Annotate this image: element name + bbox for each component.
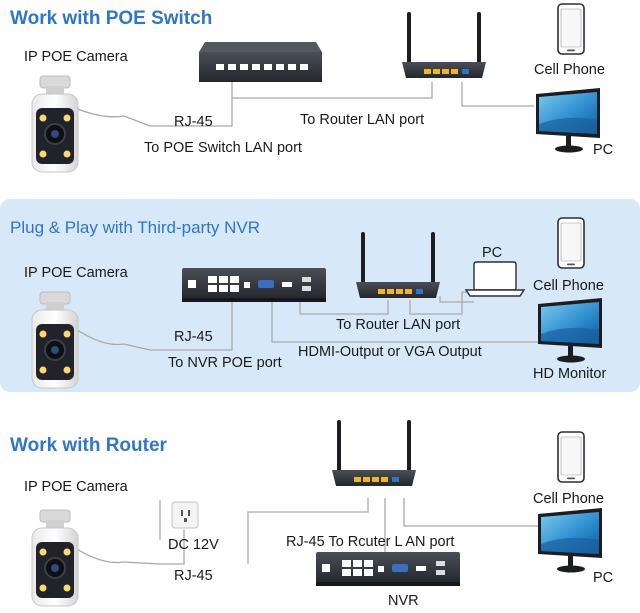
section1-monitor-label: PC [593, 142, 613, 158]
section1-phone-label: Cell Phone [534, 62, 605, 78]
nvr-icon [316, 552, 460, 586]
section1-camera-label: IP POE Camera [24, 49, 129, 65]
power-outlet-icon [171, 501, 199, 529]
section1-cam-link-label: To POE Switch LAN port [144, 140, 302, 156]
section3-dc-label: DC 12V [168, 537, 219, 553]
section2-hdmi-link-label: HDMI-Output or VGA Output [298, 344, 482, 360]
phone-icon [557, 217, 585, 269]
poe-switch-icon [199, 42, 322, 82]
router-icon [402, 12, 486, 78]
section1-router-link-label: To Router LAN port [300, 112, 424, 128]
section3-phone-label: Cell Phone [533, 491, 604, 507]
camera-icon [31, 75, 79, 173]
section3-nvr-label: NVR [388, 593, 419, 608]
laptop-icon [464, 261, 526, 297]
section2-camera-label: IP POE Camera [24, 265, 129, 281]
section2-cam-link-label: To NVR POE port [168, 355, 282, 371]
section2-pc-label: PC [482, 245, 502, 261]
monitor-icon [536, 88, 600, 153]
section2-monitor-label: HD Monitor [533, 366, 606, 382]
section3-camera-label: IP POE Camera [24, 479, 129, 495]
section2-router-link-label: To Router LAN port [336, 317, 460, 333]
section3-monitor-label: PC [593, 570, 613, 586]
monitor-icon [538, 508, 602, 573]
section3-cables [65, 498, 540, 565]
section3-title: Work with Router [10, 435, 168, 456]
phone-icon [557, 3, 585, 55]
section1-title: Work with POE Switch [10, 8, 212, 29]
nvr-icon [182, 268, 326, 302]
section3-router-link-label: RJ-45 To Rcuter L AN port [286, 534, 454, 550]
phone-icon [557, 431, 585, 483]
camera-icon [31, 509, 79, 607]
section3-rj45-label: RJ-45 [174, 568, 213, 584]
router-icon [332, 420, 416, 486]
section1-rj45-label: RJ-45 [174, 114, 213, 130]
section2-phone-label: Cell Phone [533, 278, 604, 294]
section2-title: Plug & Play with Third-party NVR [10, 218, 260, 237]
section2-rj45-label: RJ-45 [174, 329, 213, 345]
